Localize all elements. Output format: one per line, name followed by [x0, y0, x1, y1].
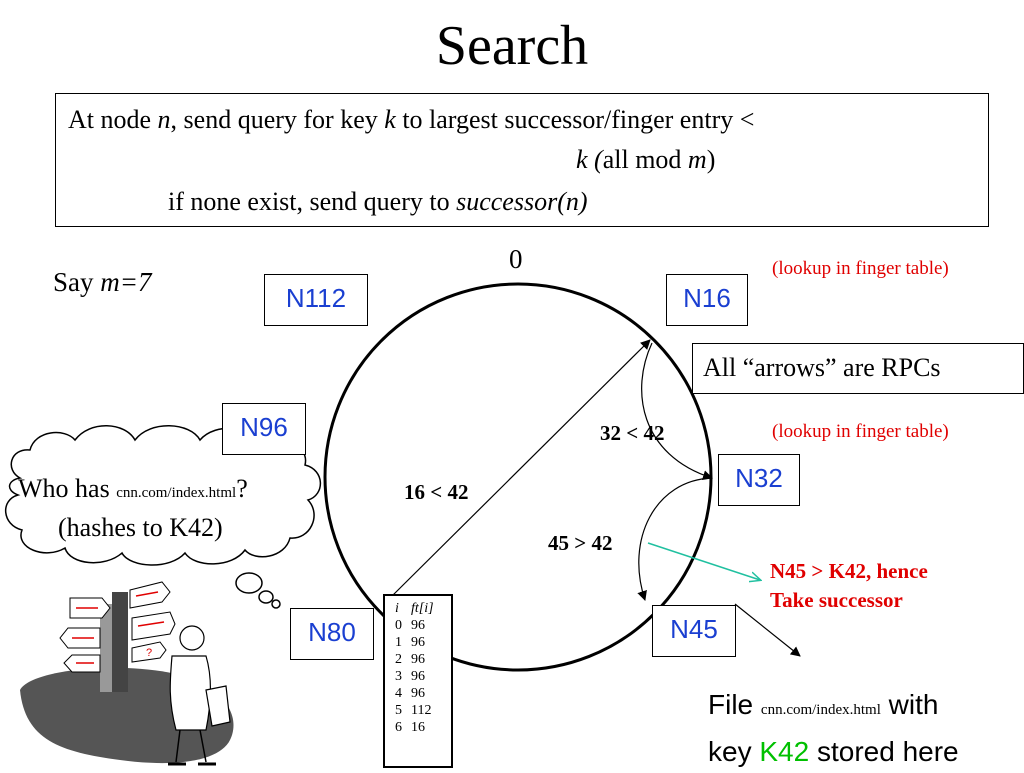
rule-text: , send query for key [170, 105, 385, 134]
rule-successor: successor(n) [456, 187, 588, 216]
node-n112: N112 [264, 274, 368, 326]
file-note-key: K42 [759, 736, 810, 767]
finger-i: 6 [395, 720, 402, 735]
say-m-label: Say m=7 [53, 267, 151, 298]
compare-32-42: 32 < 42 [600, 421, 665, 445]
bubble-url: cnn.com/index.html [116, 485, 237, 501]
page-title: Search [435, 15, 589, 77]
rule-text: At node [68, 105, 158, 134]
confused-person-clipart: ? [20, 581, 234, 766]
arrow-n16-to-n32 [641, 342, 713, 481]
thought-cloud [4, 425, 322, 609]
finger-ft: 96 [411, 652, 425, 667]
file-stored-note: File cnn.com/index.html with key K42 sto… [708, 684, 959, 773]
rule-box: At node n, send query for key k to large… [55, 93, 989, 227]
arrow-n80-to-n16 [389, 339, 651, 599]
rule-var-k: k [384, 105, 396, 134]
rule-text: all mod [602, 145, 688, 174]
finger-table-row: 0 96 [395, 617, 451, 634]
node-n45: N45 [652, 605, 736, 657]
file-note-text: stored here [809, 736, 959, 767]
rule-line-2: k (all mod m) [576, 140, 715, 180]
finger-ft: 96 [411, 669, 425, 684]
rule-line-3: if none exist, send query to successor(n… [168, 182, 588, 222]
finger-i: 3 [395, 669, 402, 684]
n45-note-line-2: Take successor [770, 588, 903, 612]
finger-i: 0 [395, 618, 402, 633]
file-note-text: File [708, 689, 761, 720]
finger-table-row: 1 96 [395, 634, 451, 651]
rule-text: ) [706, 145, 716, 174]
finger-ft: 112 [411, 703, 432, 718]
node-n96: N96 [222, 403, 306, 455]
rule-text: if none exist, send query to [168, 187, 457, 216]
lookup-note-2: (lookup in finger table) [772, 421, 949, 442]
rule-var-n: n [157, 105, 171, 134]
bubble-question: Who has cnn.com/index.html? [18, 474, 248, 504]
compare-16-42: 16 < 42 [404, 480, 469, 504]
finger-i: 1 [395, 635, 402, 650]
bubble-text: Who has [18, 474, 117, 503]
say-text: Say [53, 267, 101, 297]
finger-ft: 96 [411, 635, 425, 650]
lookup-note-1: (lookup in finger table) [772, 258, 949, 279]
note-pointer-arrow [647, 542, 760, 580]
n45-note-line-1: N45 > K42, hence [770, 559, 928, 583]
bubble-hash-note: (hashes to K42) [58, 513, 223, 542]
finger-ft: 16 [411, 720, 425, 735]
finger-table: i ft[i] 0 96 1 96 2 96 3 96 4 96 5 112 6 16 [383, 594, 453, 768]
file-note-line-1: File cnn.com/index.html with [708, 684, 959, 731]
node-n32: N32 [718, 454, 800, 506]
finger-i: 5 [395, 703, 402, 718]
finger-table-row: 5 112 [395, 702, 451, 719]
finger-ft: 96 [411, 686, 425, 701]
arrow-n45-to-successor [734, 603, 801, 657]
n45-successor-note: N45 > K42, hence Take successor [770, 557, 928, 615]
file-note-url: cnn.com/index.html [760, 702, 881, 718]
rule-var-k: k ( [576, 145, 603, 174]
finger-header-ft: ft[i] [411, 601, 434, 616]
compare-45-42: 45 > 42 [548, 531, 613, 555]
rpc-note: All “arrows” are RPCs [692, 343, 1024, 394]
rule-text: to largest successor/finger entry < [395, 105, 755, 134]
finger-table-header: i ft[i] [395, 600, 451, 617]
finger-table-row: 6 16 [395, 719, 451, 736]
finger-table-row: 2 96 [395, 651, 451, 668]
say-m-value: m=7 [100, 267, 152, 297]
node-n80: N80 [290, 608, 374, 660]
finger-table-row: 3 96 [395, 668, 451, 685]
finger-i: 4 [395, 686, 402, 701]
svg-text:?: ? [146, 647, 152, 659]
file-note-line-2: key K42 stored here [708, 731, 959, 773]
finger-i: 2 [395, 652, 402, 667]
file-note-text: key [708, 736, 760, 767]
rule-var-m: m [687, 145, 707, 174]
finger-table-row: 4 96 [395, 685, 451, 702]
node-n16: N16 [666, 274, 748, 326]
arrow-n32-to-n45 [637, 477, 713, 601]
ring-zero-label: 0 [509, 244, 523, 274]
rule-line-1: At node n, send query for key k to large… [68, 100, 754, 140]
file-note-text: with [880, 689, 939, 720]
bubble-text: ? [236, 474, 248, 503]
finger-ft: 96 [411, 618, 425, 633]
finger-header-i: i [395, 601, 399, 616]
